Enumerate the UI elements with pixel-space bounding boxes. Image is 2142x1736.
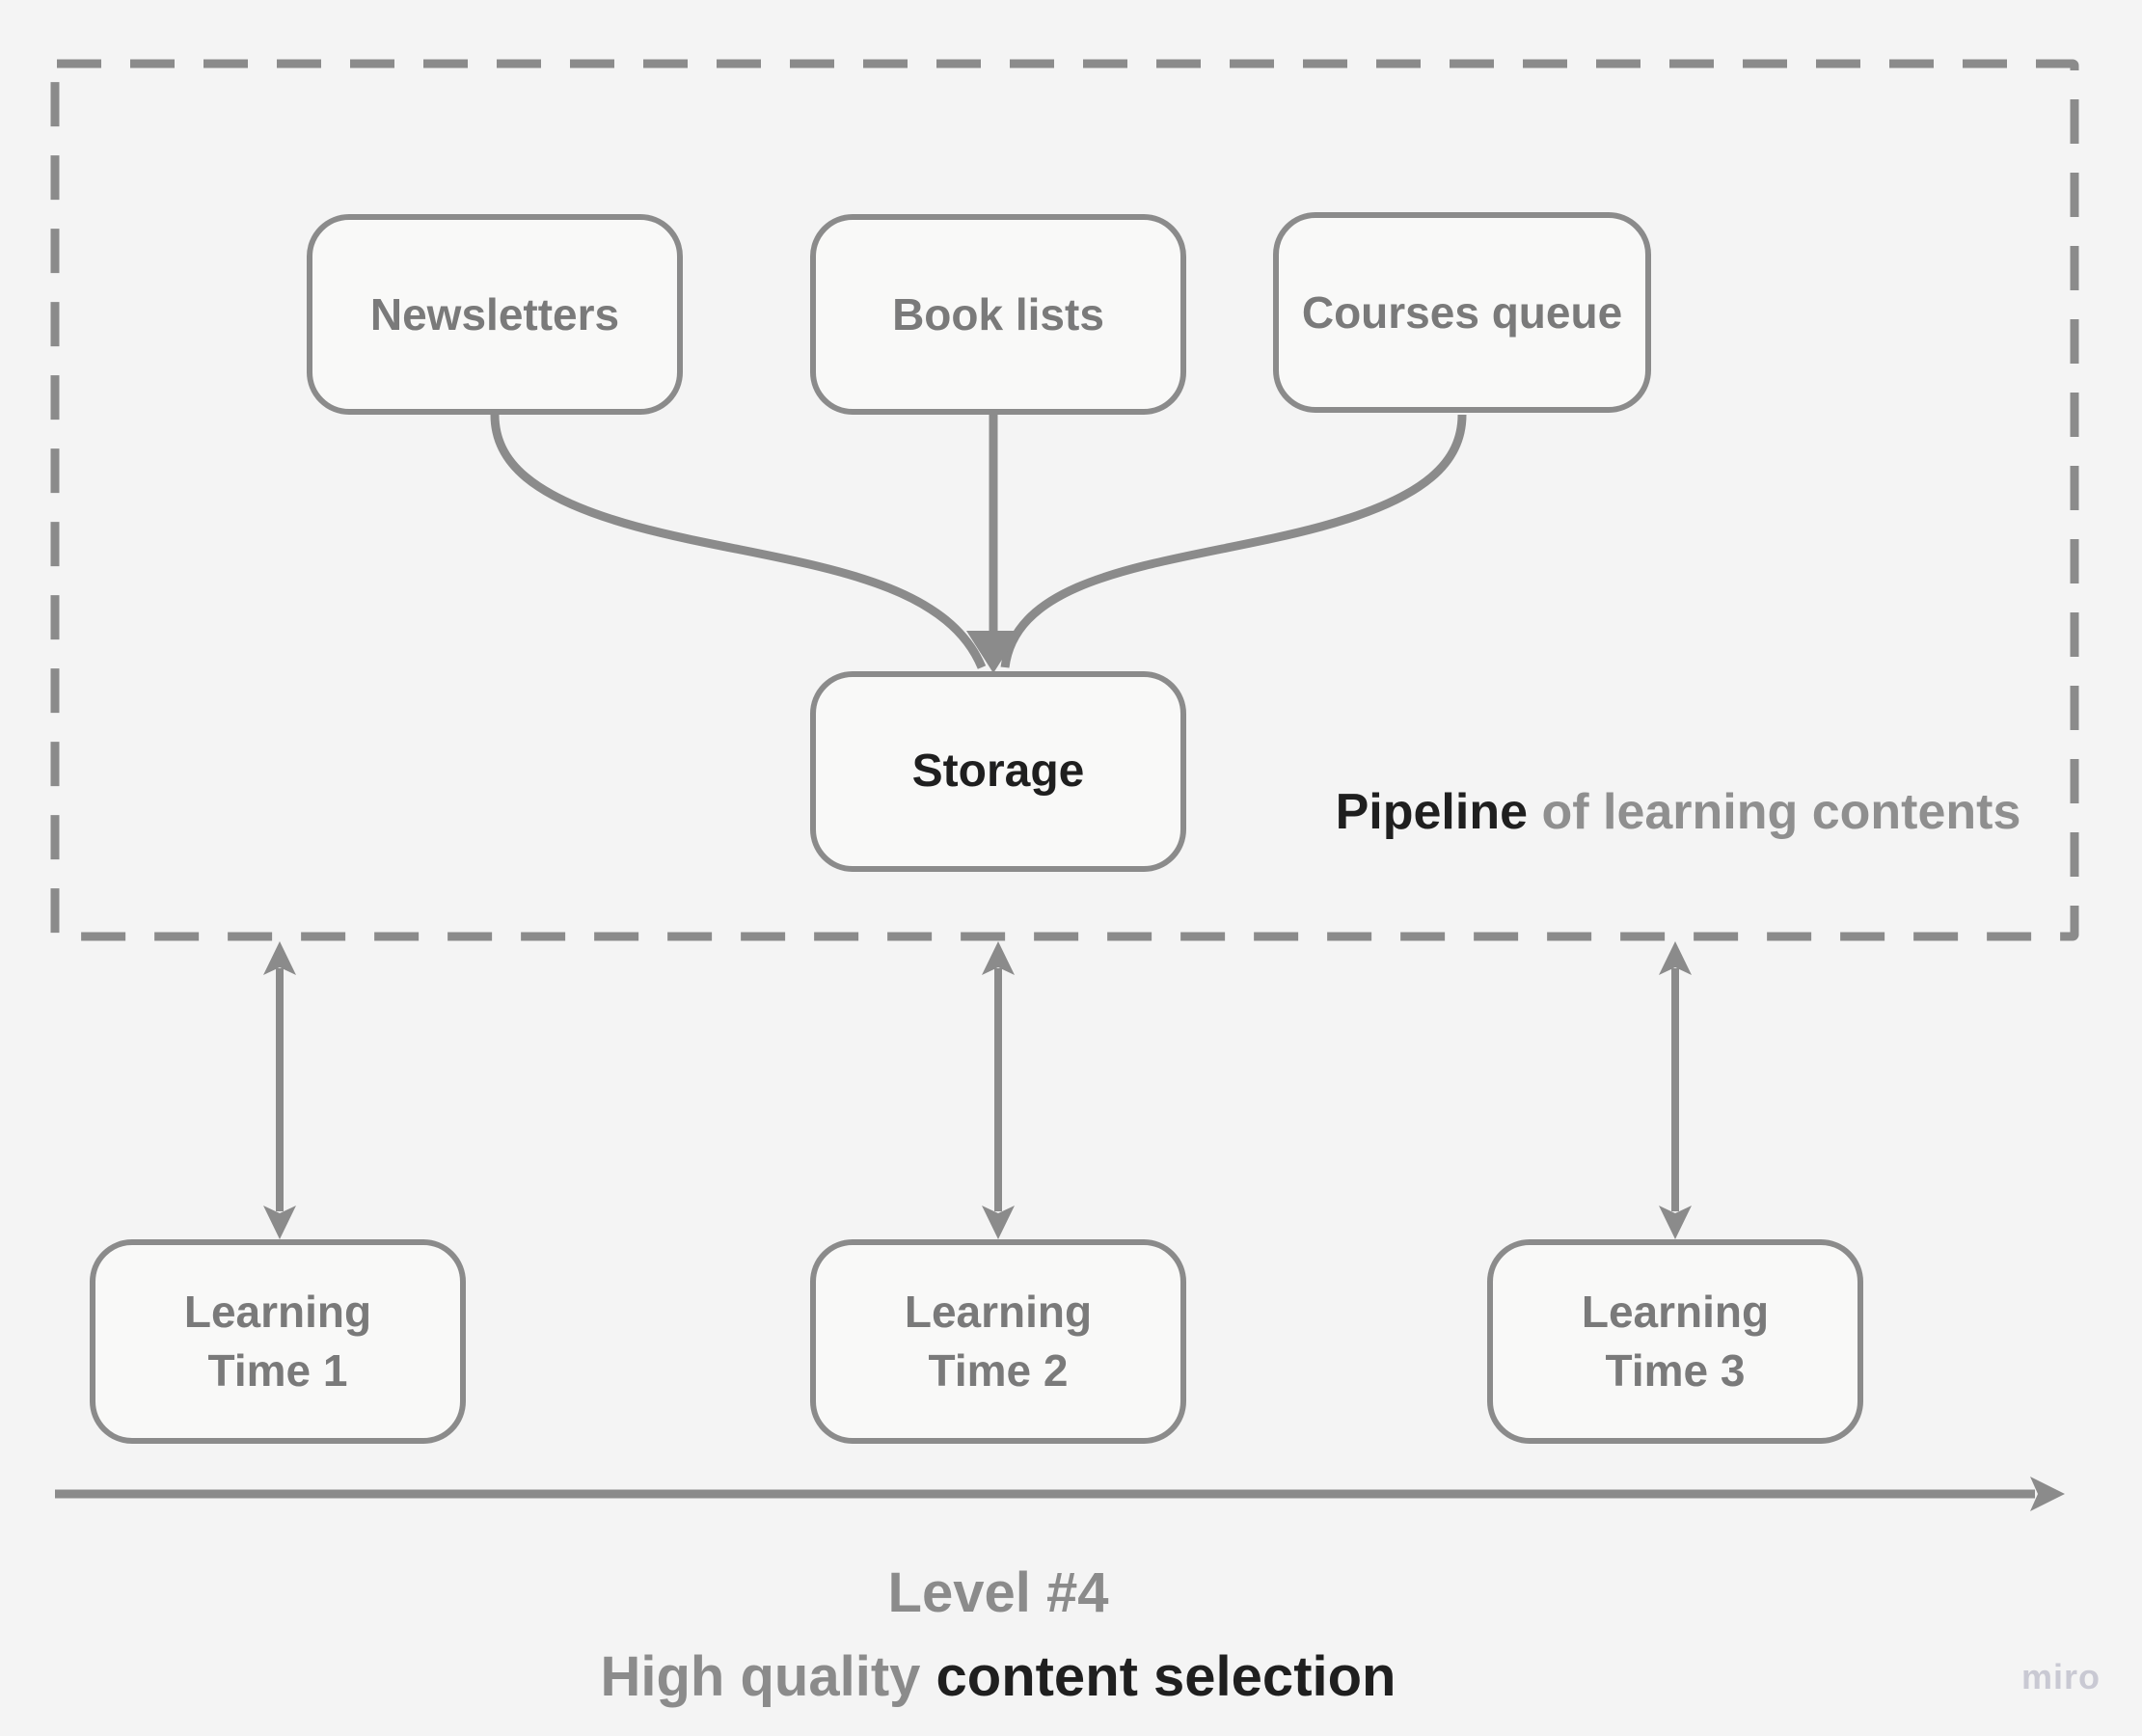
arrow-right-icon [2030, 1477, 2065, 1511]
sync-arrow-learning-time-1[interactable] [263, 941, 296, 1239]
node-label: Book lists [892, 288, 1104, 339]
pipeline-frame-label[interactable]: Pipeline of learning contents [1234, 783, 2122, 841]
timeline-arrow[interactable] [55, 1477, 2065, 1511]
miro-watermark: miro [2021, 1657, 2101, 1696]
connector-coursesqueue-storage[interactable] [1000, 414, 1467, 668]
arrow-up-icon [982, 941, 1015, 975]
sync-arrow-learning-time-3[interactable] [1659, 941, 1692, 1239]
node-newsletters[interactable]: Newsletters [307, 214, 683, 415]
caption-line2-dark: content selection [920, 1645, 1396, 1708]
pipeline-dashed-frame[interactable] [50, 59, 2079, 941]
node-label: Newsletters [369, 288, 620, 339]
arrow-down-icon [263, 1206, 296, 1239]
connector-newsletters-storage[interactable] [490, 414, 987, 669]
sync-arrow-learning-time-2[interactable] [982, 941, 1015, 1239]
caption-line2: High quality content selection [323, 1635, 1673, 1719]
arrow-up-icon [263, 941, 296, 975]
node-storage[interactable]: Storage [810, 671, 1186, 872]
caption-line1: Level #4 [887, 1561, 1109, 1624]
storage-arrowhead-icon [966, 631, 1020, 673]
arrow-down-icon [1659, 1206, 1692, 1239]
pipeline-label-rest: of learning contents [1528, 784, 2021, 840]
node-label: Courses queue [1301, 286, 1623, 338]
level-caption[interactable]: Level #4 High quality content selection [323, 1551, 1673, 1719]
node-book-lists[interactable]: Book lists [810, 214, 1186, 415]
arrow-down-icon [982, 1206, 1015, 1239]
arrow-up-icon [1659, 941, 1692, 975]
node-label: Storage [911, 746, 1085, 798]
node-courses-queue[interactable]: Courses queue [1273, 212, 1651, 413]
pipeline-label-bold: Pipeline [1335, 784, 1529, 840]
caption-line2-gray: High quality [600, 1645, 921, 1708]
